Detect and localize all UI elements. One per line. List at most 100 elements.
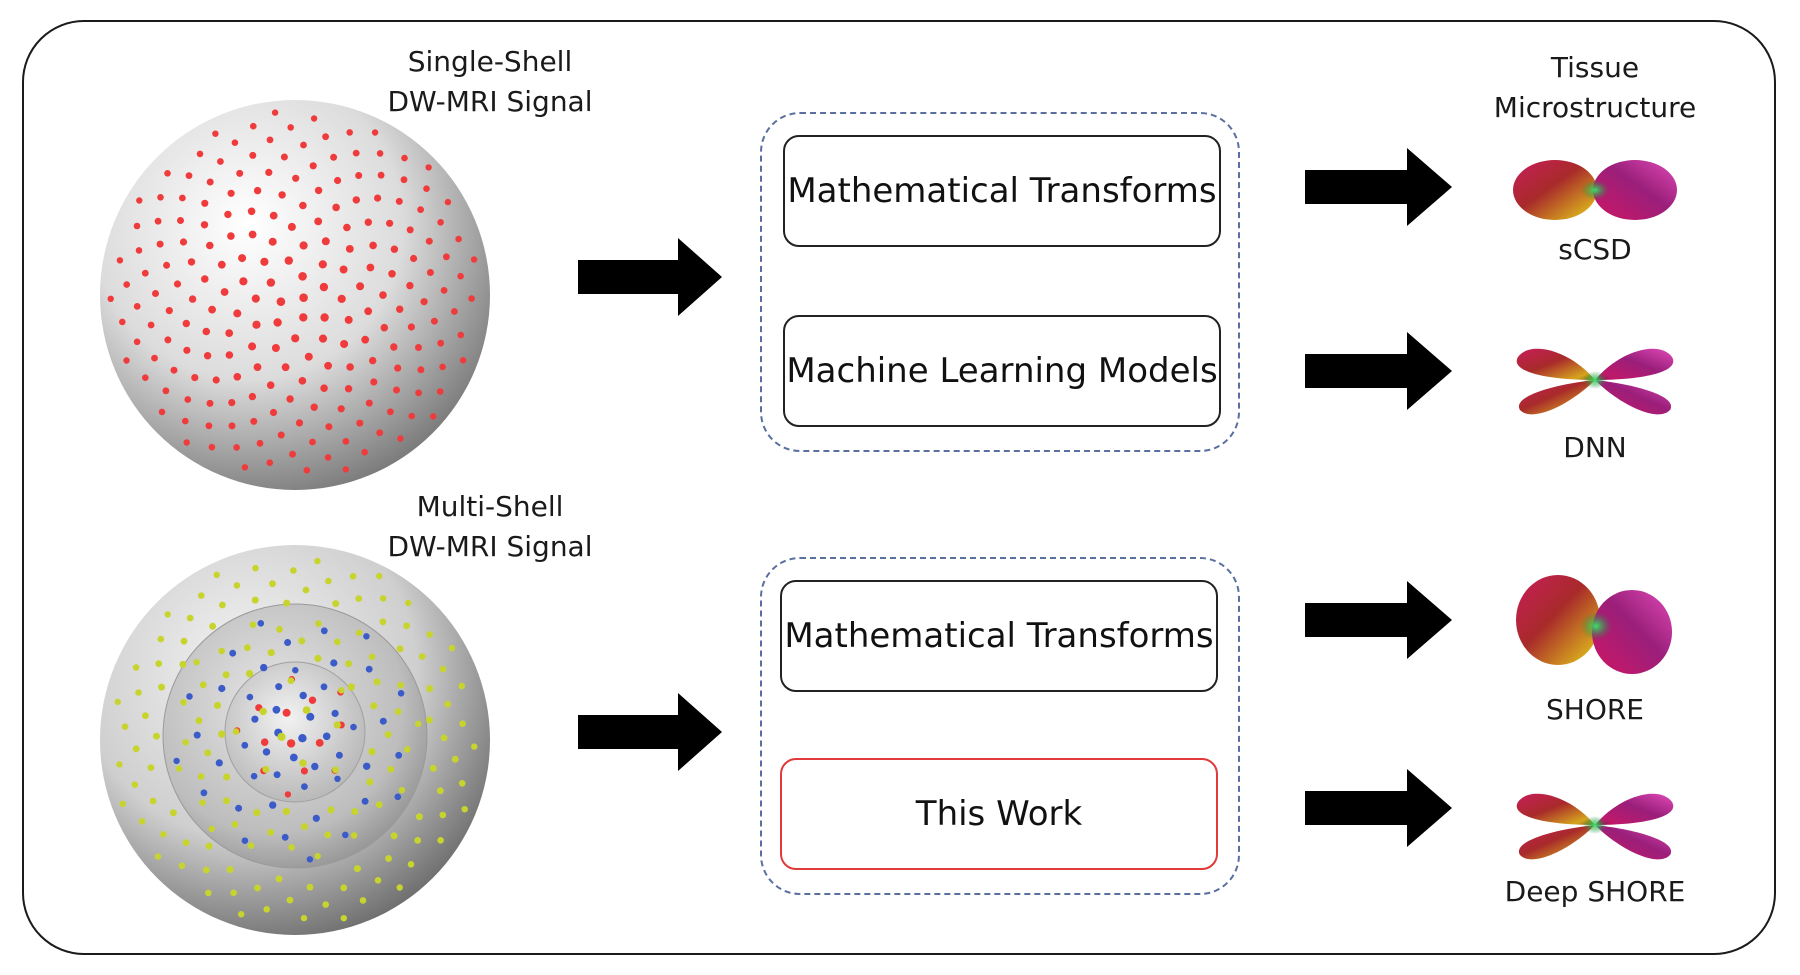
sample-point [289,753,298,762]
sample-point [390,343,398,351]
sample-point [193,731,201,739]
sample-point [400,176,408,184]
sample-point [123,281,130,288]
sample-point [405,599,412,607]
output-label-deep-shore: Deep SHORE [1504,875,1686,908]
sample-point [262,765,270,773]
sample-point [300,823,308,831]
sample-point [342,831,349,839]
sample-point [182,839,190,847]
dnn-glyph-icon [1516,348,1674,415]
sample-point [281,363,290,372]
sample-point [361,797,369,805]
sample-point [363,633,370,640]
sample-point [379,291,387,299]
sample-point [292,667,299,674]
sample-point [272,705,281,714]
sample-point [226,866,234,873]
sample-point [443,253,450,261]
sample-point [375,801,383,809]
sample-point [322,133,329,141]
sample-point [457,331,465,339]
scsd-glyph-icon [1513,160,1677,220]
output-label-shore: SHORE [1545,693,1644,726]
sample-point [309,438,316,446]
sample-point [426,269,434,276]
sample-point [286,395,294,403]
sample-point [218,647,225,655]
sample-point [186,614,194,622]
sample-point [315,739,324,747]
sample-point [138,818,146,825]
sample-point [374,194,382,202]
sample-point [439,811,447,819]
sample-point [415,344,422,351]
sample-point [249,151,257,159]
sample-point [385,855,392,862]
sample-point [437,339,445,347]
arrow-to-shore [1305,581,1452,659]
sample-point [206,241,214,250]
sample-point [415,720,422,727]
sample-point [259,707,267,716]
arrow-to-scsd [1305,148,1452,226]
sample-point [332,203,340,212]
sample-point [291,334,300,343]
multi-math-transforms-box: Mathematical Transforms [780,580,1218,692]
sample-point [254,884,261,892]
sample-point [222,671,230,679]
sample-point [298,637,306,645]
sample-point [273,771,281,779]
sample-point [397,435,404,442]
sample-point [135,689,142,696]
sample-point [180,637,188,645]
sample-point [350,832,358,839]
sample-point [262,748,271,756]
sample-point [314,852,321,860]
sample-point [116,257,124,264]
sample-point [282,708,291,717]
sample-point [376,150,384,157]
sample-point [459,720,466,727]
sample-point [250,772,258,780]
sample-point [179,194,186,202]
sample-point [315,620,322,627]
sample-point [238,254,247,263]
sample-point [430,413,437,420]
sample-point [322,732,331,741]
sample-point [141,269,149,277]
sample-point [266,381,275,390]
sample-point [349,573,357,580]
sample-point [374,877,382,884]
tissue-microstructure-line1: Tissue [1550,51,1640,84]
sample-point [121,723,129,730]
sample-point [149,797,157,805]
arrow-single-to-methods [578,238,722,316]
sample-point [147,321,155,329]
sample-point [266,278,276,287]
sample-point [201,275,209,283]
sample-point [252,320,261,329]
sample-point [410,254,418,263]
sample-point [459,357,467,364]
sample-point [277,732,286,741]
sample-point [439,363,446,371]
sample-point [332,600,340,608]
sample-point [225,351,234,359]
sample-point [364,307,373,316]
sample-point [359,897,367,904]
sample-point [284,639,292,646]
sample-point [426,631,434,638]
sample-point [371,129,379,136]
sample-point [299,313,308,322]
sample-point [132,745,140,753]
sample-point [202,327,211,336]
sample-point [370,378,378,386]
sample-point [236,169,244,177]
sample-point [158,683,165,691]
sample-point [244,644,251,652]
sample-point [306,712,315,721]
sample-point [353,865,361,873]
sample-point [133,222,141,230]
sample-point [228,422,236,430]
